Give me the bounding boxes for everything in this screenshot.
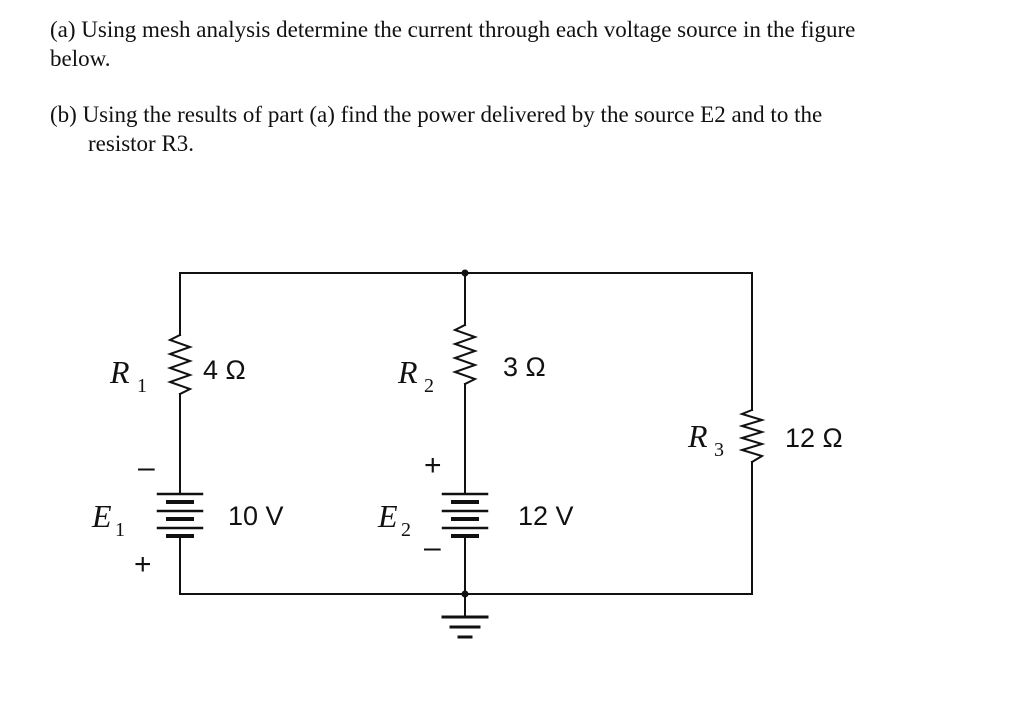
question-part-b: (b) Using the results of part (a) find t…	[50, 100, 980, 158]
r2-value: 3 Ω	[503, 352, 546, 382]
e1-top-polarity: –	[138, 451, 155, 484]
r2-name: R	[397, 354, 418, 390]
r3-value: 12 Ω	[785, 423, 843, 453]
battery-e1	[156, 492, 204, 538]
question-part-a: (a) Using mesh analysis determine the cu…	[50, 15, 980, 73]
e2-subscript: 2	[401, 519, 411, 541]
question-part-a-line2: below.	[50, 46, 111, 71]
e1-bottom-polarity: +	[134, 548, 152, 581]
r1-name: R	[109, 354, 130, 390]
r1-value: 4 Ω	[203, 355, 246, 385]
e2-top-polarity: +	[424, 449, 442, 482]
junction-top	[461, 269, 469, 277]
resistor-r2	[451, 323, 479, 386]
battery-e2	[441, 492, 489, 538]
ground-icon	[441, 615, 489, 639]
e1-name: E	[91, 498, 112, 534]
e1-value: 10 V	[228, 501, 284, 531]
r3-subscript: 3	[714, 439, 724, 461]
resistor-r1	[166, 333, 194, 396]
junction-bottom	[461, 590, 469, 598]
r1-subscript: 1	[137, 375, 147, 397]
e1-subscript: 1	[115, 519, 125, 541]
e2-bottom-polarity: –	[424, 531, 441, 564]
question-part-a-line1: (a) Using mesh analysis determine the cu…	[50, 17, 856, 42]
e2-name: E	[377, 498, 398, 534]
question-part-b-line1: (b) Using the results of part (a) find t…	[50, 102, 823, 127]
resistor-r3	[738, 408, 766, 464]
r3-name: R	[687, 418, 708, 454]
r2-subscript: 2	[424, 375, 434, 397]
question-part-b-line2: resistor R3.	[88, 131, 195, 156]
e2-value: 12 V	[518, 501, 574, 531]
